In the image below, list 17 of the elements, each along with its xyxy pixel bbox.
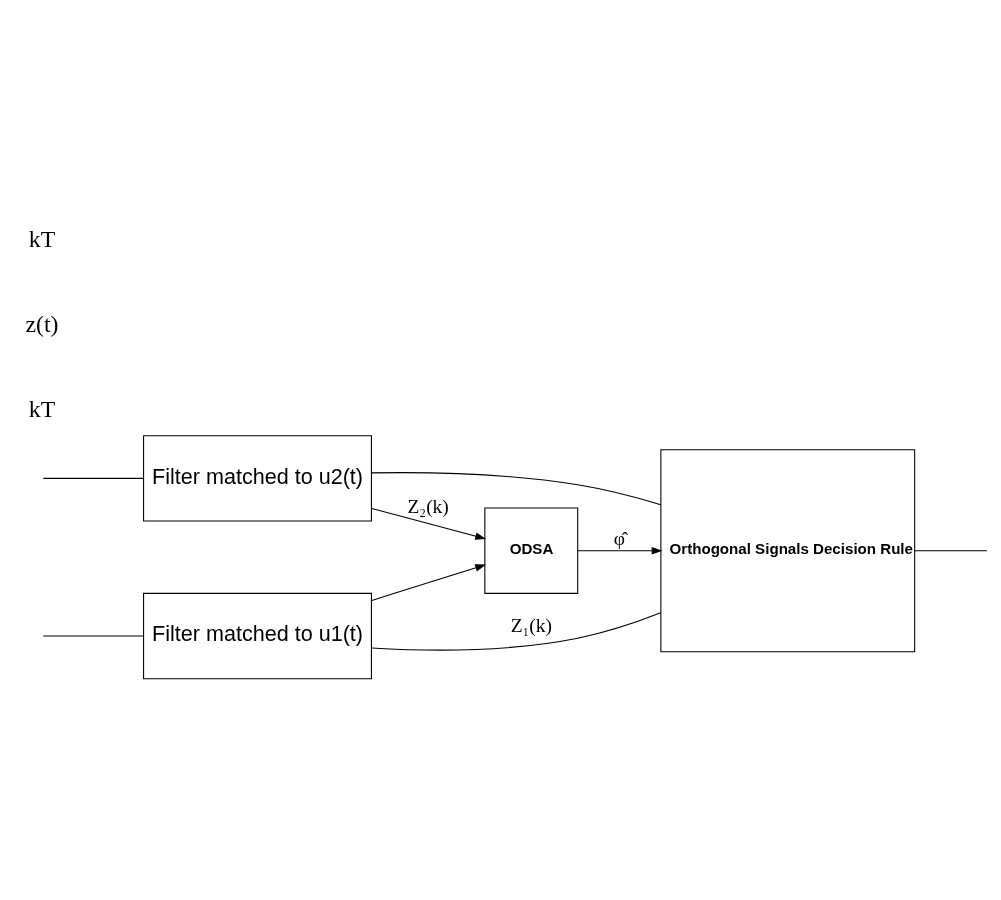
connector	[42, 635, 144, 637]
edge-label: Z₁(k)	[510, 615, 552, 637]
connector	[371, 612, 662, 651]
node-box: Filter matched to u1(t)	[143, 592, 372, 680]
label: kT	[28, 225, 56, 252]
node-box: Filter matched to u2(t)	[143, 435, 372, 522]
connector	[371, 472, 662, 506]
arrow	[577, 546, 663, 555]
edge-label: Z₂(k)	[407, 496, 449, 518]
connector	[914, 550, 988, 552]
label: z(t)	[25, 311, 59, 338]
connector	[42, 477, 144, 479]
arrow	[371, 507, 487, 540]
node-box: ODSA	[484, 507, 579, 594]
label: kT	[28, 396, 56, 423]
arrow	[371, 564, 487, 601]
node-box: Orthogonal Signals Decision Rule	[660, 449, 916, 653]
